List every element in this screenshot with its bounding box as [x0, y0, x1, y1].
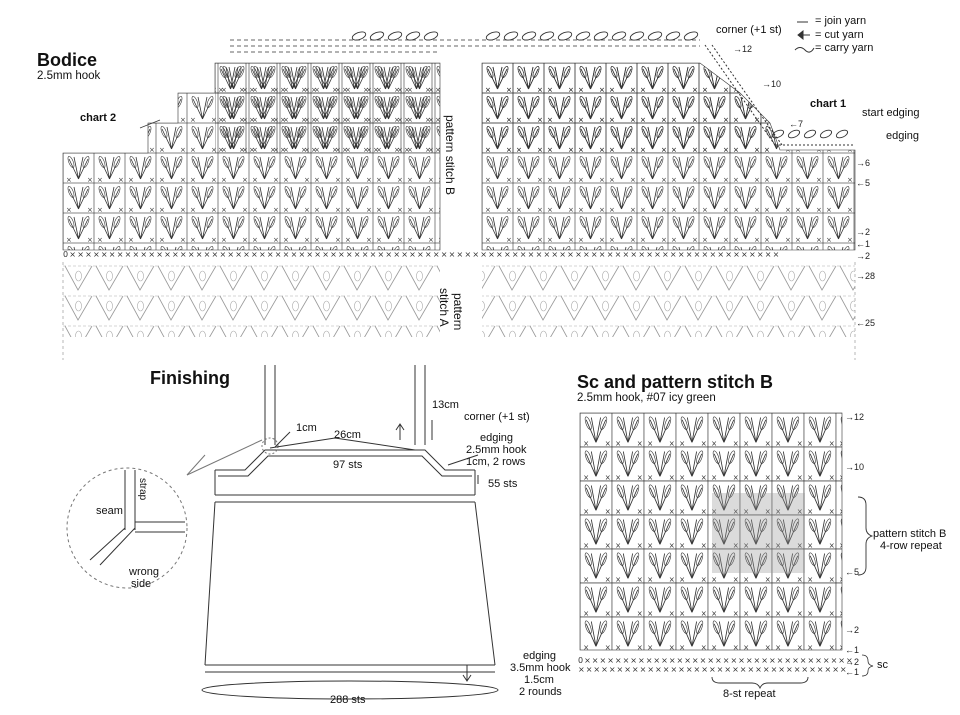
side-sts-label: 55 sts — [488, 478, 518, 490]
repeat-label-1: pattern stitch B — [873, 528, 947, 540]
pattern-stitch-a-label-2: stitch A — [437, 287, 451, 327]
bodice-corner-label: corner (+1 st) — [716, 24, 782, 36]
chart-1-label: chart 1 — [810, 98, 847, 110]
chain-loop — [835, 129, 849, 139]
bodice-row-1: ←1 — [856, 239, 871, 249]
sc-row-2a: →2 — [845, 625, 860, 635]
pattern-stitch-a-label-1: pattern — [451, 293, 465, 331]
chain-loop — [557, 31, 573, 41]
bodice-row-25: ←25 — [856, 318, 876, 328]
chain-loop — [647, 31, 663, 41]
chain-loop — [593, 31, 609, 41]
chain-loop — [683, 31, 699, 41]
legend-cut-yarn: = cut yarn — [815, 29, 864, 41]
sc-row-2b: →2 — [845, 657, 860, 667]
sc-row-1b: ←1 — [845, 667, 860, 677]
repeat-label-2: 4-row repeat — [880, 540, 942, 552]
bodice-row-10: →10 — [762, 79, 782, 89]
bodice-row-2a: →2 — [856, 227, 871, 237]
finishing-schematic — [66, 365, 499, 700]
finishing-corner-label: corner (+1 st) — [464, 411, 530, 423]
chain-loop — [405, 31, 421, 41]
width-label: 26cm — [334, 429, 361, 441]
sc-row-5: ←5 — [845, 567, 860, 577]
edging-label: edging — [886, 130, 920, 142]
top-edging-label-3: 1cm, 2 rows — [466, 456, 526, 468]
legend-symbols — [794, 19, 815, 53]
chain-loop — [611, 31, 627, 41]
finishing-title: Finishing — [150, 368, 230, 388]
sc-row-12: →12 — [845, 412, 865, 422]
sc-chart-title: Sc and pattern stitch B — [577, 372, 774, 392]
chain-loop — [819, 129, 833, 139]
st-repeat-label: 8-st repeat — [723, 688, 776, 700]
chain-loop — [665, 31, 681, 41]
svg-text:0×××××××××××××××××××××××××××××: 0××××××××××××××××××××××××××××××××××× — [578, 656, 854, 665]
chain-loop — [485, 31, 501, 41]
bodice-row-28: →28 — [856, 271, 876, 281]
chain-loop — [351, 31, 367, 41]
sc-chart-hook: 2.5mm hook, #07 icy green — [577, 392, 716, 404]
chain-loop — [387, 31, 403, 41]
bottom-edging-label-2: 3.5mm hook — [510, 662, 571, 674]
bottom-edging-label-4: 2 rounds — [519, 686, 562, 698]
legend-join-yarn: = join yarn — [815, 15, 867, 27]
gap-label: 1cm — [296, 422, 317, 434]
top-edging-label-2: 2.5mm hook — [466, 444, 527, 456]
sc-pattern-b-chart: 0××××××××××××××××××××××××××××××××××× ×××… — [578, 412, 874, 690]
detail-wrong-label-2: side — [131, 578, 152, 590]
detail-seam-label: seam — [96, 505, 123, 517]
sc-label: sc — [877, 659, 888, 671]
start-edging-label: start edging — [862, 107, 920, 119]
bottom-edging-label-3: 1.5cm — [524, 674, 554, 686]
bottom-edging-label-1: edging — [523, 650, 557, 662]
bodice-row-5: ←5 — [856, 178, 871, 188]
sc-row-10: →10 — [845, 462, 865, 472]
svg-text:××××××××××××××××××××××××××××××: ××××××××××××××××××××××××××××××××××× — [578, 665, 848, 674]
strap-length-label: 13cm — [432, 399, 459, 411]
detail-wrong-label-1: wrong — [129, 566, 159, 578]
chain-loop — [575, 31, 591, 41]
top-sts-label: 97 sts — [333, 459, 363, 471]
chain-loop — [787, 129, 801, 139]
sc-row-1a: ←1 — [845, 645, 860, 655]
top-edging-label-1: edging — [480, 432, 514, 444]
chain-loop — [803, 129, 817, 139]
pattern-stitch-b-label: pattern stitch B — [443, 114, 457, 196]
bodice-row-2b: →2 — [856, 251, 871, 261]
bottom-sts-label: 288 sts — [330, 694, 366, 706]
chain-loop — [629, 31, 645, 41]
chain-loop — [423, 31, 439, 41]
bodice-chart: 0×××××××××××××××××××××××××××××××××××××××… — [62, 31, 856, 360]
legend-carry-yarn: = carry yarn — [815, 42, 874, 54]
bodice-hook: 2.5mm hook — [37, 70, 101, 82]
bodice-row-6: →6 — [856, 158, 871, 168]
chain-loop — [771, 129, 785, 139]
bodice-row-12: →12 — [733, 44, 753, 54]
chain-loop — [369, 31, 385, 41]
detail-strap-label: strap — [137, 478, 148, 501]
chain-loop — [503, 31, 519, 41]
chart-2-label: chart 2 — [80, 112, 117, 124]
bodice-title: Bodice — [37, 50, 98, 70]
chain-loop — [539, 31, 555, 41]
svg-text:0×××××××××××××××××××××××××××××: 0×××××××××××××××××××××××××××××××××××××××… — [63, 250, 781, 259]
bodice-row-7: ←7 — [789, 119, 804, 129]
chain-loop — [521, 31, 537, 41]
